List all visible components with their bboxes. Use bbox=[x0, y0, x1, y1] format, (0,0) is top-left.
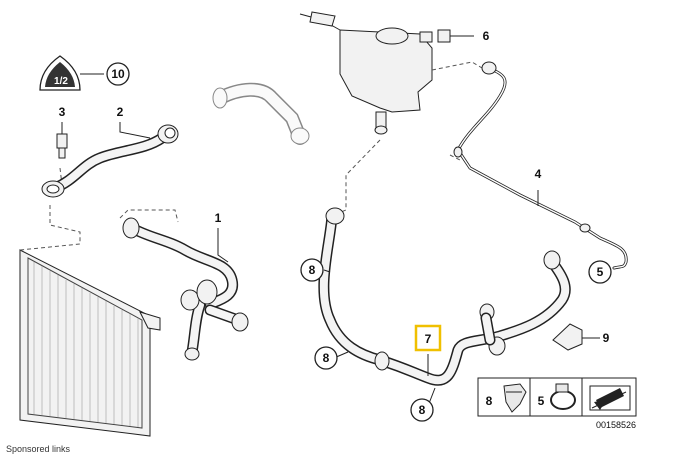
callout-8-upper: 8 bbox=[300, 258, 324, 282]
guide-line bbox=[119, 209, 179, 223]
callout-6: 6 bbox=[483, 29, 490, 43]
parts-legend: 8 5 bbox=[477, 377, 637, 417]
warning-label-text: 1/2 bbox=[54, 76, 68, 87]
svg-text:3: 3 bbox=[59, 105, 66, 119]
guide-line bbox=[431, 61, 483, 71]
diagram-number: 00158526 bbox=[596, 420, 636, 430]
legend-item-5-label: 5 bbox=[538, 394, 545, 408]
guide-line bbox=[449, 154, 461, 161]
expansion-tank bbox=[299, 11, 433, 135]
screw-part-6 bbox=[437, 29, 474, 43]
svg-text:1: 1 bbox=[215, 211, 222, 225]
svg-text:9: 9 bbox=[603, 331, 610, 345]
callout-7: 7 bbox=[414, 324, 442, 352]
callout-2: 2 bbox=[117, 105, 124, 119]
svg-text:8: 8 bbox=[309, 263, 316, 277]
hose-1 bbox=[122, 217, 249, 361]
radiator bbox=[19, 249, 161, 437]
svg-text:8: 8 bbox=[419, 403, 426, 417]
callout-4: 4 bbox=[535, 167, 542, 181]
clip-part-9 bbox=[552, 323, 600, 351]
callout-8-middle: 8 bbox=[314, 346, 338, 370]
pump-pipe-outline bbox=[212, 82, 310, 145]
callout-10: 10 bbox=[106, 62, 130, 86]
svg-text:10: 10 bbox=[111, 67, 125, 81]
vent-line-4 bbox=[453, 61, 628, 270]
svg-text:8: 8 bbox=[323, 351, 330, 365]
callout-3: 3 bbox=[59, 105, 66, 119]
callout-8-lower: 8 bbox=[410, 398, 434, 422]
hose-7 bbox=[318, 207, 571, 386]
guide-line bbox=[19, 205, 81, 251]
callout-5: 5 bbox=[588, 260, 612, 284]
arrow-icon bbox=[589, 385, 631, 411]
sponsored-links-text[interactable]: Sponsored links bbox=[6, 444, 71, 454]
callout-9: 9 bbox=[603, 331, 610, 345]
legend-item-8-label: 8 bbox=[486, 394, 493, 408]
svg-text:6: 6 bbox=[483, 29, 490, 43]
callout-1: 1 bbox=[215, 211, 222, 225]
guide-line bbox=[335, 139, 381, 215]
svg-text:2: 2 bbox=[117, 105, 124, 119]
hose-2 bbox=[41, 124, 179, 198]
svg-text:7: 7 bbox=[425, 332, 432, 346]
clip-icon bbox=[503, 383, 527, 413]
hose-clamp-icon bbox=[550, 383, 576, 410]
sensor-part-3 bbox=[56, 122, 68, 159]
warning-label-icon: 1/2 bbox=[39, 55, 81, 91]
svg-text:5: 5 bbox=[597, 265, 604, 279]
svg-text:4: 4 bbox=[535, 167, 542, 181]
